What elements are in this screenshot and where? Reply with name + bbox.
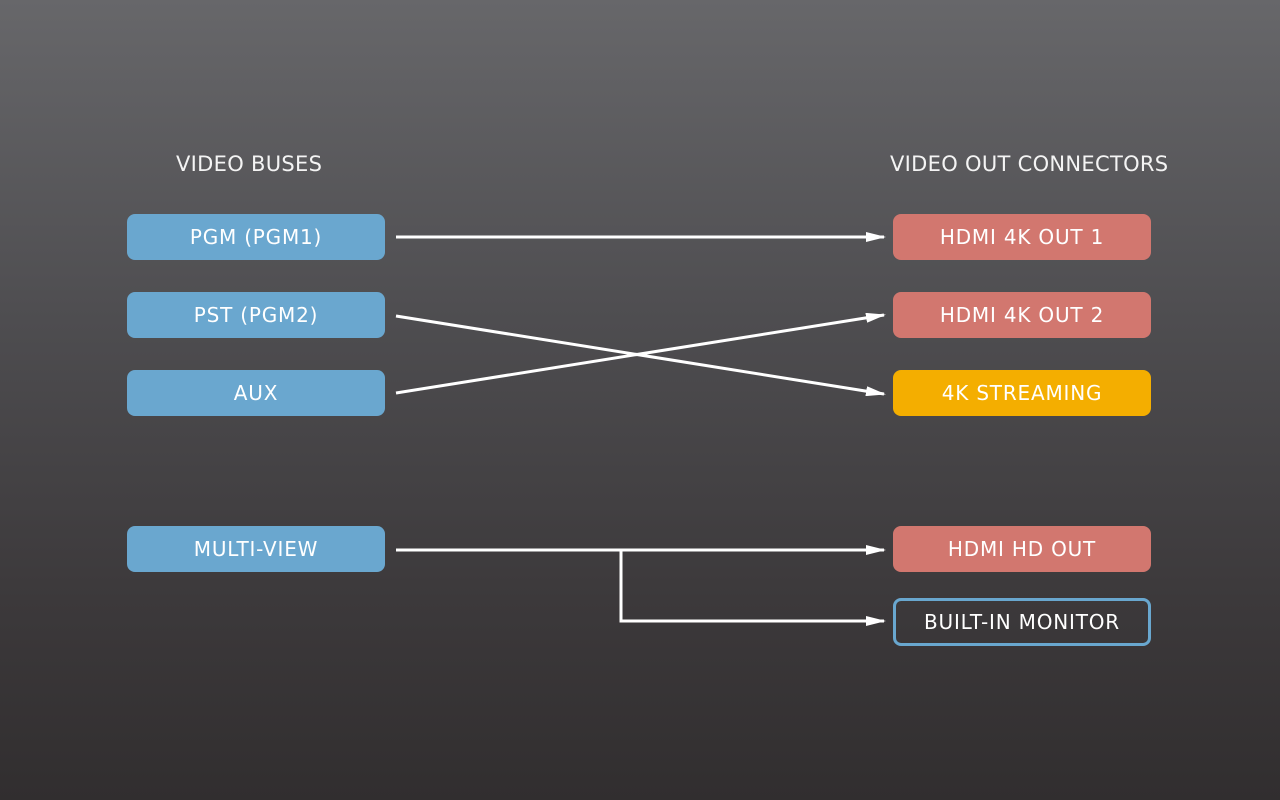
wire-aux-to-hdmi-4k-out-2 [395, 312, 886, 395]
output-4k-streaming: 4K STREAMING [893, 370, 1151, 416]
wire-multiview-to-built-in-monitor [619, 550, 886, 626]
output-built-in-monitor: BUILT-IN MONITOR [893, 598, 1151, 646]
output-hdmi-4k-out-1: HDMI 4K OUT 1 [893, 214, 1151, 260]
video-buses-heading: VIDEO BUSES [176, 152, 323, 176]
bus-pgm: PGM (PGM1) [127, 214, 385, 260]
bus-pst: PST (PGM2) [127, 292, 385, 338]
output-hdmi-hd-out: HDMI HD OUT [893, 526, 1151, 572]
bus-multiview: MULTI-VIEW [127, 526, 385, 572]
bus-aux: AUX [127, 370, 385, 416]
video-out-connectors-heading: VIDEO OUT CONNECTORS [890, 152, 1169, 176]
output-hdmi-4k-out-2: HDMI 4K OUT 2 [893, 292, 1151, 338]
